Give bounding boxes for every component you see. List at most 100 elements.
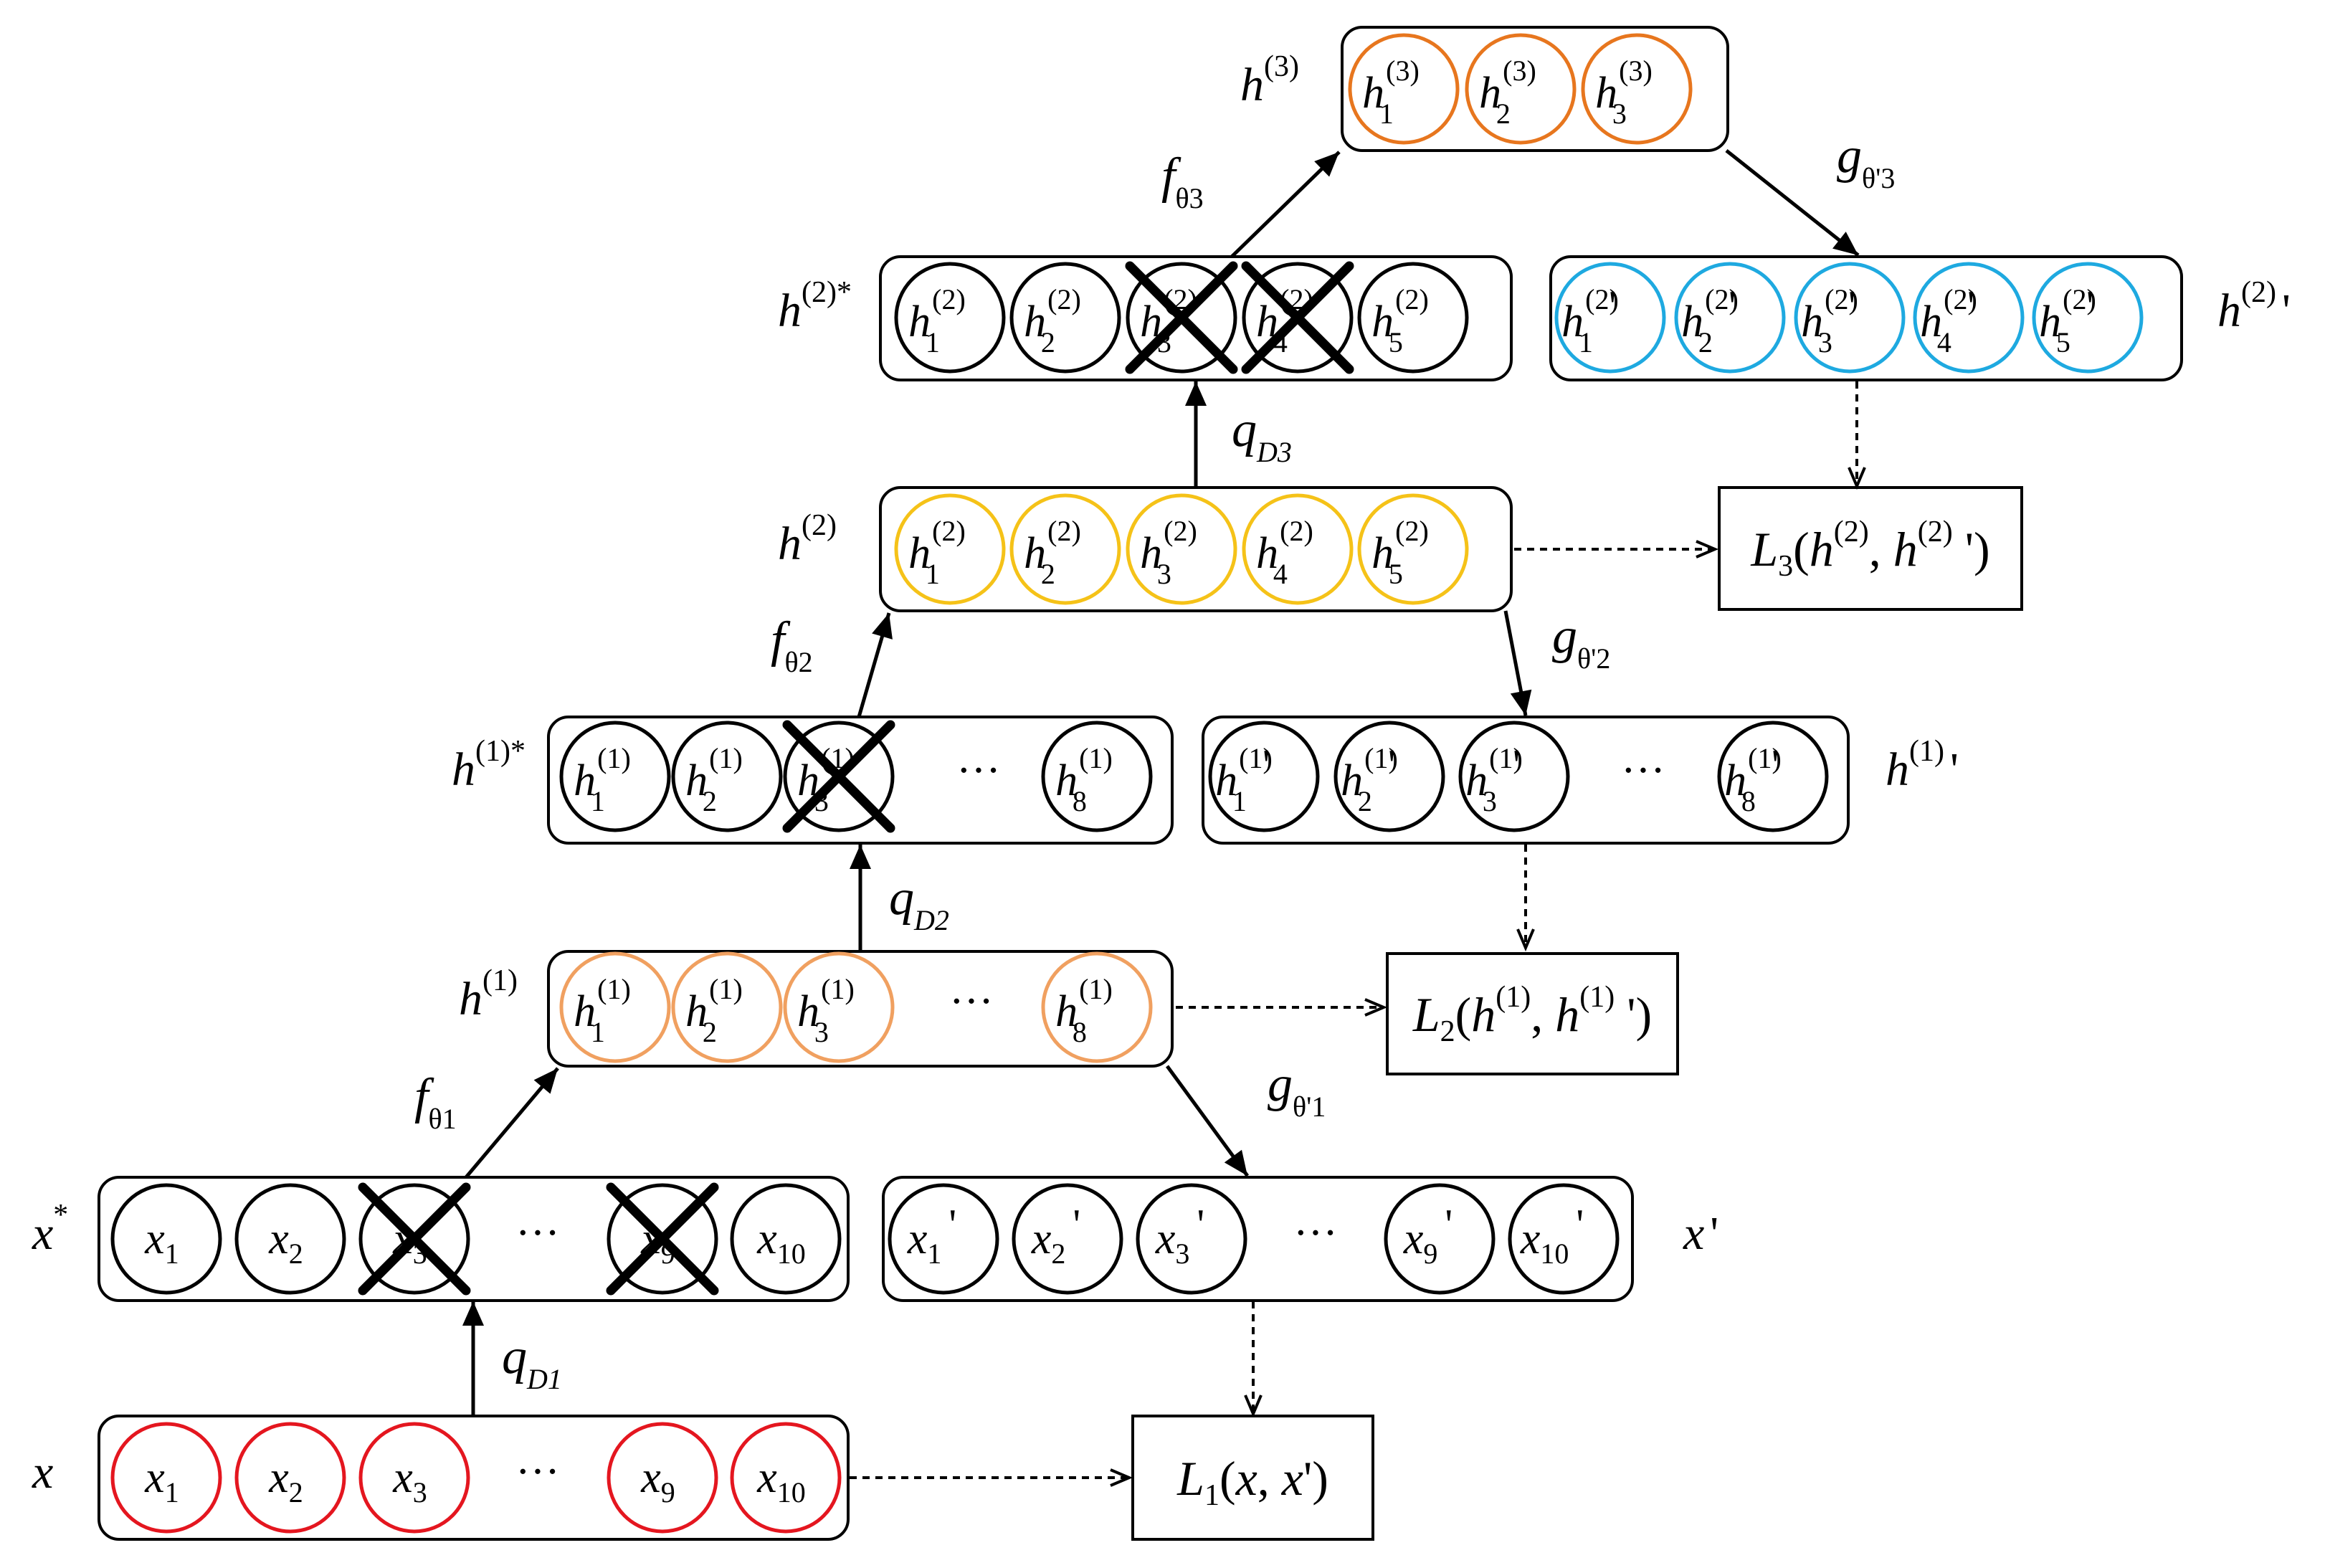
neuron-label: h(1)1 xyxy=(574,742,631,817)
loss-box xyxy=(1386,952,1679,1075)
row-container xyxy=(98,1415,850,1541)
arrow-line xyxy=(1230,151,1341,258)
arrow-to-L2 xyxy=(1176,998,1388,1017)
node-x1: x1 xyxy=(110,1183,222,1295)
neuron-circle xyxy=(1384,1183,1496,1295)
neuron-label: h(1)1' xyxy=(1215,741,1273,817)
neuron-circle xyxy=(671,721,783,832)
neuron-label: h(2)3 xyxy=(1140,515,1197,590)
neuron-circle xyxy=(1012,1183,1123,1295)
operator-q1: qD1 xyxy=(502,1329,562,1395)
node-x9: x9 xyxy=(607,1422,718,1534)
ellipsis: ··· xyxy=(515,1448,560,1496)
loss-L2: L2(h(1), h(1) ') xyxy=(1386,952,1679,1075)
neuron-label: h(1)3 xyxy=(797,973,855,1048)
arrow-h1r-L2 xyxy=(1516,845,1535,952)
neuron-label: h(2)5 xyxy=(1371,515,1429,590)
row-x: x1 x2 x3 ··· x9 x10 xyxy=(98,1415,850,1541)
neuron-label: h(1)3' xyxy=(1465,741,1523,817)
node-x1: x1 xyxy=(110,1422,222,1534)
row-h2: h(2)1 h(2)2 h(2)3 h(2)4 h(2)5 xyxy=(879,486,1513,612)
node-h3: h(2)3 xyxy=(1125,261,1238,374)
node-h1: h(2)1 xyxy=(894,262,1006,374)
neuron-label: x9 xyxy=(640,1453,675,1508)
arrow-head xyxy=(1244,1394,1263,1418)
loss-box xyxy=(1131,1415,1374,1541)
neuron-label: x3' xyxy=(1155,1201,1204,1270)
row-label: h(1) xyxy=(459,964,518,1025)
node-h4: h(2)4 xyxy=(1241,261,1354,374)
row-label: h(3) xyxy=(1240,50,1299,111)
ellipsis: ··· xyxy=(956,746,1001,795)
neuron-label: h(2)1' xyxy=(1561,282,1619,358)
node-h1: h(1)1' xyxy=(1208,721,1320,832)
neuron-circle xyxy=(1136,1183,1247,1295)
node-x9: x9' xyxy=(1384,1183,1496,1295)
node-x3: x3' xyxy=(1136,1183,1247,1295)
neuron-circle xyxy=(894,262,1006,374)
arrow-head xyxy=(850,845,871,869)
neuron-circle xyxy=(1009,262,1121,374)
neuron-circle xyxy=(1581,33,1693,145)
neuron-circle xyxy=(559,951,671,1063)
arrow-qd1 xyxy=(462,1301,484,1416)
neuron-label: h(2)4 xyxy=(1256,515,1313,590)
row-container xyxy=(547,716,1174,845)
neuron-circle xyxy=(730,1422,842,1534)
neuron-label: h(1)8' xyxy=(1724,741,1782,817)
node-h3: h(1)3 xyxy=(782,720,895,833)
arrow-head xyxy=(1696,540,1719,559)
node-h2: h(1)2 xyxy=(671,721,783,832)
neuron-label: h(2)2 xyxy=(1024,515,1081,590)
neuron-circle xyxy=(1041,951,1153,1063)
dropout-cross-line xyxy=(1125,261,1238,374)
neuron-label: h(2)1 xyxy=(908,515,966,590)
neuron-circle xyxy=(888,1183,999,1295)
arrow-g1 xyxy=(1165,1065,1250,1177)
neuron-circle xyxy=(1458,721,1570,832)
dropout-cross-line xyxy=(358,1182,471,1296)
neuron-label: h(3)1 xyxy=(1362,54,1420,130)
node-x3: x3 xyxy=(358,1422,470,1534)
row-container xyxy=(879,486,1513,612)
node-h2: h(1)2' xyxy=(1333,721,1445,832)
row-h1r: h(1)1'h(1)2'h(1)3'···h(1)8' xyxy=(1202,716,1850,845)
arrow-head xyxy=(1364,998,1388,1017)
neuron-circle xyxy=(1126,493,1237,605)
arrow-f3 xyxy=(1230,151,1341,258)
neuron-label: x2 xyxy=(268,1453,303,1508)
neuron-label: x3 xyxy=(392,1453,427,1508)
neuron-label: h(2)2 xyxy=(1024,283,1081,358)
neuron-label: h(1)8 xyxy=(1055,973,1113,1048)
node-h3: h(1)3 xyxy=(783,951,895,1063)
row-xr: x1'x2'x3'···x9'x10' xyxy=(882,1176,1634,1302)
neuron-label: x1 xyxy=(144,1215,179,1270)
neuron-label: h(1)2 xyxy=(685,742,743,817)
neuron-label: x10' xyxy=(1520,1201,1584,1270)
node-h3: h(2)3' xyxy=(1794,262,1906,374)
node-h4: h(2)4' xyxy=(1913,262,2025,374)
neuron-label: h(1)1 xyxy=(574,973,631,1048)
neuron-label: h(3)3 xyxy=(1595,54,1653,130)
arrow-head xyxy=(1832,232,1858,255)
operator-f2: fθ2 xyxy=(771,612,813,678)
arrow-to-L3 xyxy=(1514,540,1719,559)
node-x10: x10 xyxy=(730,1183,842,1295)
neuron-label: h(2)2' xyxy=(1681,282,1739,358)
row-label: x xyxy=(32,1446,53,1498)
neuron-circle xyxy=(110,1183,222,1295)
neuron-circle xyxy=(1794,262,1906,374)
node-x10: x10 xyxy=(730,1422,842,1534)
node-x2: x2' xyxy=(1012,1183,1123,1295)
arrow-head xyxy=(1185,381,1207,406)
neuron-circle xyxy=(1009,493,1121,605)
neuron-label: x2' xyxy=(1031,1201,1080,1270)
arrow-head xyxy=(1314,152,1339,177)
node-h3: h(2)3 xyxy=(1126,493,1237,605)
loss-box xyxy=(1718,486,2023,611)
neuron-label: h(1)8 xyxy=(1055,742,1113,817)
node-h5: h(2)5 xyxy=(1357,493,1469,605)
